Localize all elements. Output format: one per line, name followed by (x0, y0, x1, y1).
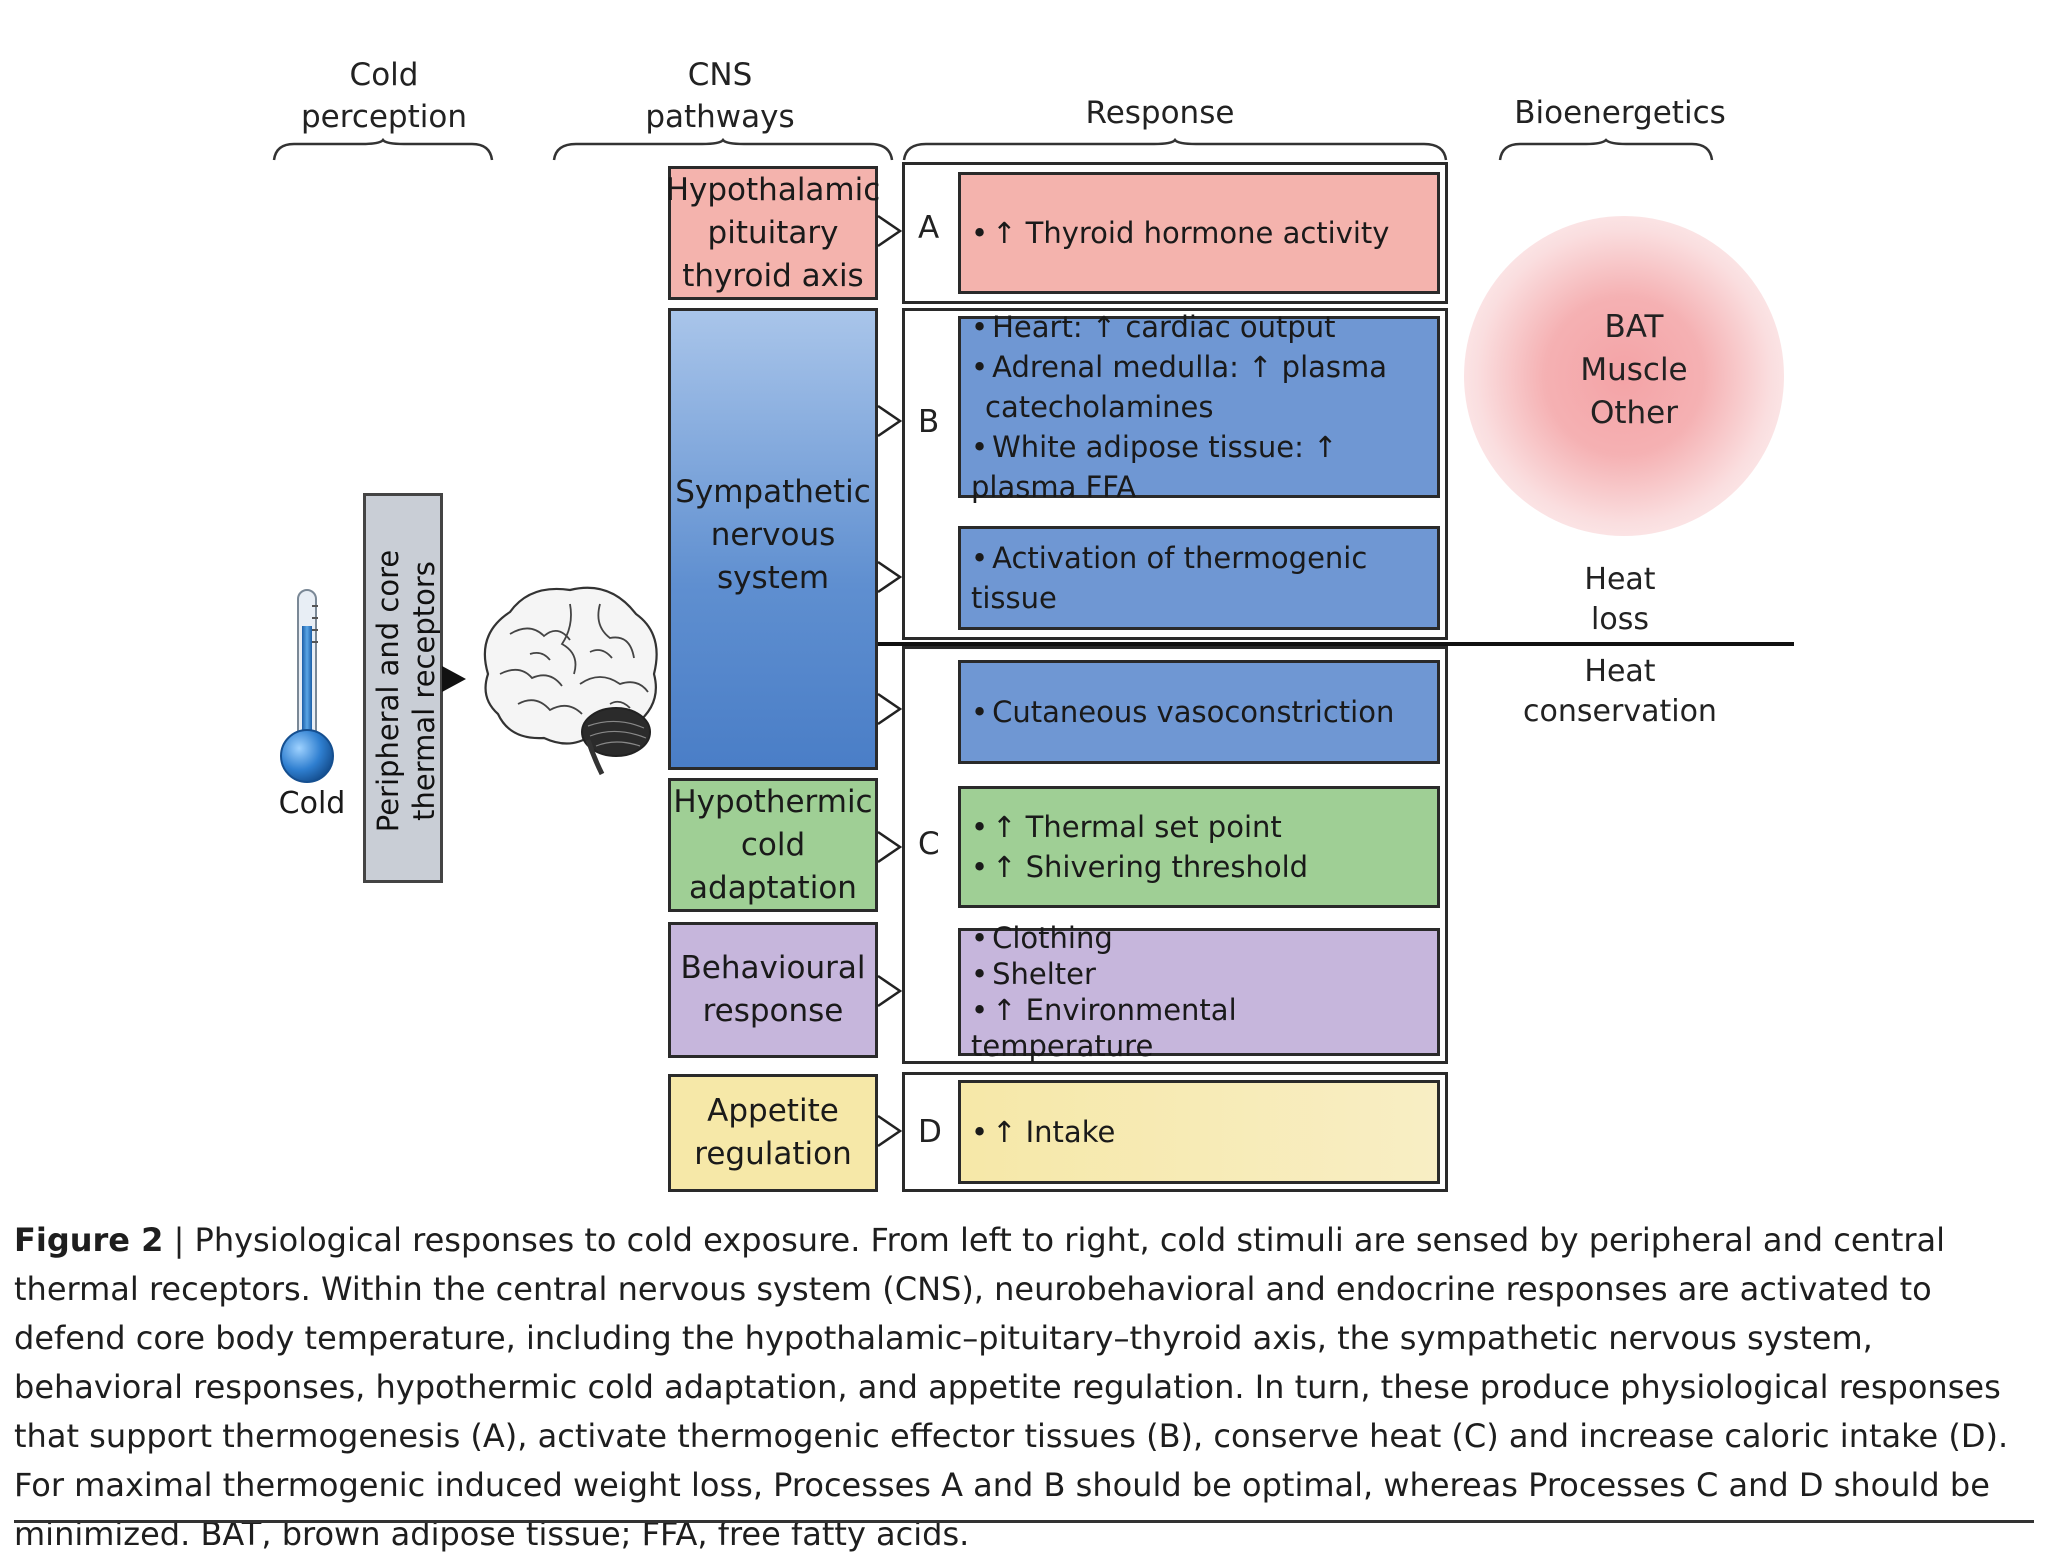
cns-sns-line1: Sympathetic (675, 474, 871, 510)
header-cns-pathways: CNS pathways (620, 54, 820, 138)
cns-sympathetic-nervous-system: Sympathetic nervous system (668, 308, 878, 770)
cns-sns-line2: nervous system (710, 517, 836, 596)
response-intake: ↑ Intake (958, 1080, 1440, 1184)
heat-cons-line1: Heat (1584, 654, 1656, 689)
response-shelter: Shelter (971, 956, 1427, 992)
cns-appetite-regulation: Appetite regulation (668, 1074, 878, 1192)
header-cns-line1: CNS (687, 57, 753, 93)
cns-hca-line2: cold (740, 826, 806, 863)
arrow-d-icon (877, 1114, 903, 1148)
response-sympathetic-effects: Heart: ↑ cardiac output Adrenal medulla:… (958, 310, 1440, 504)
response-intake-text: ↑ Intake (971, 1112, 1427, 1152)
response-adrenal-cont: catecholamines (985, 390, 1214, 424)
arrow-behaviour-icon (877, 974, 903, 1008)
arrow-a-icon (877, 214, 903, 248)
arrow-vaso-icon (877, 692, 903, 726)
heat-cons-line2: conservation (1523, 694, 1717, 729)
response-vasoconstriction: Cutaneous vasoconstriction (958, 660, 1440, 764)
cns-hca-line3: adaptation (689, 869, 857, 906)
cns-beh-line1: Behavioural (680, 950, 866, 986)
arrow-thermo-icon (877, 560, 903, 594)
response-vaso-text: Cutaneous vasoconstriction (971, 692, 1427, 732)
response-thermal-set-point: ↑ Thermal set point ↑ Shivering threshol… (958, 786, 1440, 908)
thermal-receptors-box: Peripheral and core thermal receptors (363, 493, 443, 883)
thermometer-icon (280, 589, 334, 783)
letter-a: A (918, 210, 940, 246)
thermal-receptors-line2: thermal receptors (407, 561, 441, 821)
response-thyroid-text: ↑ Thyroid hormone activity (971, 213, 1427, 253)
response-thermogenic-tissue: Activation of thermogenic tissue (958, 526, 1440, 630)
cns-hpt-axis: Hypothalamic pituitary thyroid axis (665, 166, 881, 300)
response-env-temp: ↑ Environmental temperature (971, 992, 1427, 1064)
receptor-arrow-icon (442, 666, 466, 692)
heat-loss-line1: Heat (1584, 562, 1656, 597)
header-cold-perception-line2: perception (301, 99, 467, 135)
header-cold-perception-line1: Cold (349, 57, 419, 93)
bioenergetics-glow (1464, 216, 1784, 536)
response-adrenal: Adrenal medulla: ↑ plasma (971, 347, 1427, 387)
response-thermo-text: Activation of thermogenic tissue (971, 538, 1427, 618)
cns-beh-line2: response (702, 993, 844, 1029)
header-response: Response (1085, 95, 1235, 131)
brace-bioenergetics (1498, 138, 1714, 161)
thermal-receptors-label: Peripheral and core thermal receptors (370, 496, 442, 886)
heat-divider-line (878, 642, 1794, 646)
response-thyroid: ↑ Thyroid hormone activity (958, 172, 1440, 294)
figure-caption: Figure 2 | Physiological responses to co… (14, 1216, 2034, 1559)
response-clothing: Clothing (971, 920, 1427, 956)
response-shiver: ↑ Shivering threshold (971, 847, 1427, 887)
response-behavioural: Clothing Shelter ↑ Environmental tempera… (958, 921, 1440, 1063)
cns-app-line1: Appetite (707, 1093, 839, 1129)
header-cns-line2: pathways (645, 99, 795, 135)
heat-conservation-label: Heat conservation (1520, 652, 1720, 732)
bioenergetics-labels: BAT Muscle Other (1564, 306, 1704, 435)
cns-hpt-line3: thyroid axis (682, 257, 864, 294)
thermal-receptors-line1: Peripheral and core (371, 549, 405, 833)
heat-loss-label: Heat loss (1520, 560, 1720, 640)
brain-icon (483, 586, 658, 776)
arrow-b-icon (877, 404, 903, 438)
brace-cns-pathways (552, 138, 894, 161)
cns-app-line2: regulation (694, 1136, 852, 1172)
bio-other: Other (1589, 395, 1679, 431)
heat-loss-line2: loss (1591, 602, 1649, 637)
response-wat: White adipose tissue: ↑ plasma FFA (971, 427, 1427, 507)
brace-response (902, 138, 1448, 161)
caption-bottom-rule (14, 1520, 2034, 1523)
response-setpoint: ↑ Thermal set point (971, 807, 1427, 847)
letter-b: B (918, 404, 940, 440)
cold-label: Cold (278, 786, 346, 821)
arrow-c-icon (877, 830, 903, 864)
figure-number: Figure 2 (14, 1221, 164, 1259)
cns-hpt-line1: Hypothalamic (665, 171, 881, 208)
cns-hpt-line2: pituitary (707, 214, 839, 251)
bio-bat: BAT (1604, 309, 1664, 345)
letter-d: D (918, 1114, 942, 1150)
cns-hca-line1: Hypothermic (673, 783, 873, 820)
letter-c: C (918, 826, 940, 862)
brace-cold-perception (272, 138, 494, 161)
header-bioenergetics: Bioenergetics (1514, 95, 1726, 131)
cns-hypothermic-cold-adaptation: Hypothermic cold adaptation (668, 778, 878, 912)
caption-text: | Physiological responses to cold exposu… (14, 1221, 2009, 1553)
header-cold-perception: Cold perception (276, 54, 492, 138)
response-heart: Heart: ↑ cardiac output (971, 307, 1427, 347)
bio-muscle: Muscle (1580, 352, 1688, 388)
cns-behavioural-response: Behavioural response (668, 922, 878, 1058)
